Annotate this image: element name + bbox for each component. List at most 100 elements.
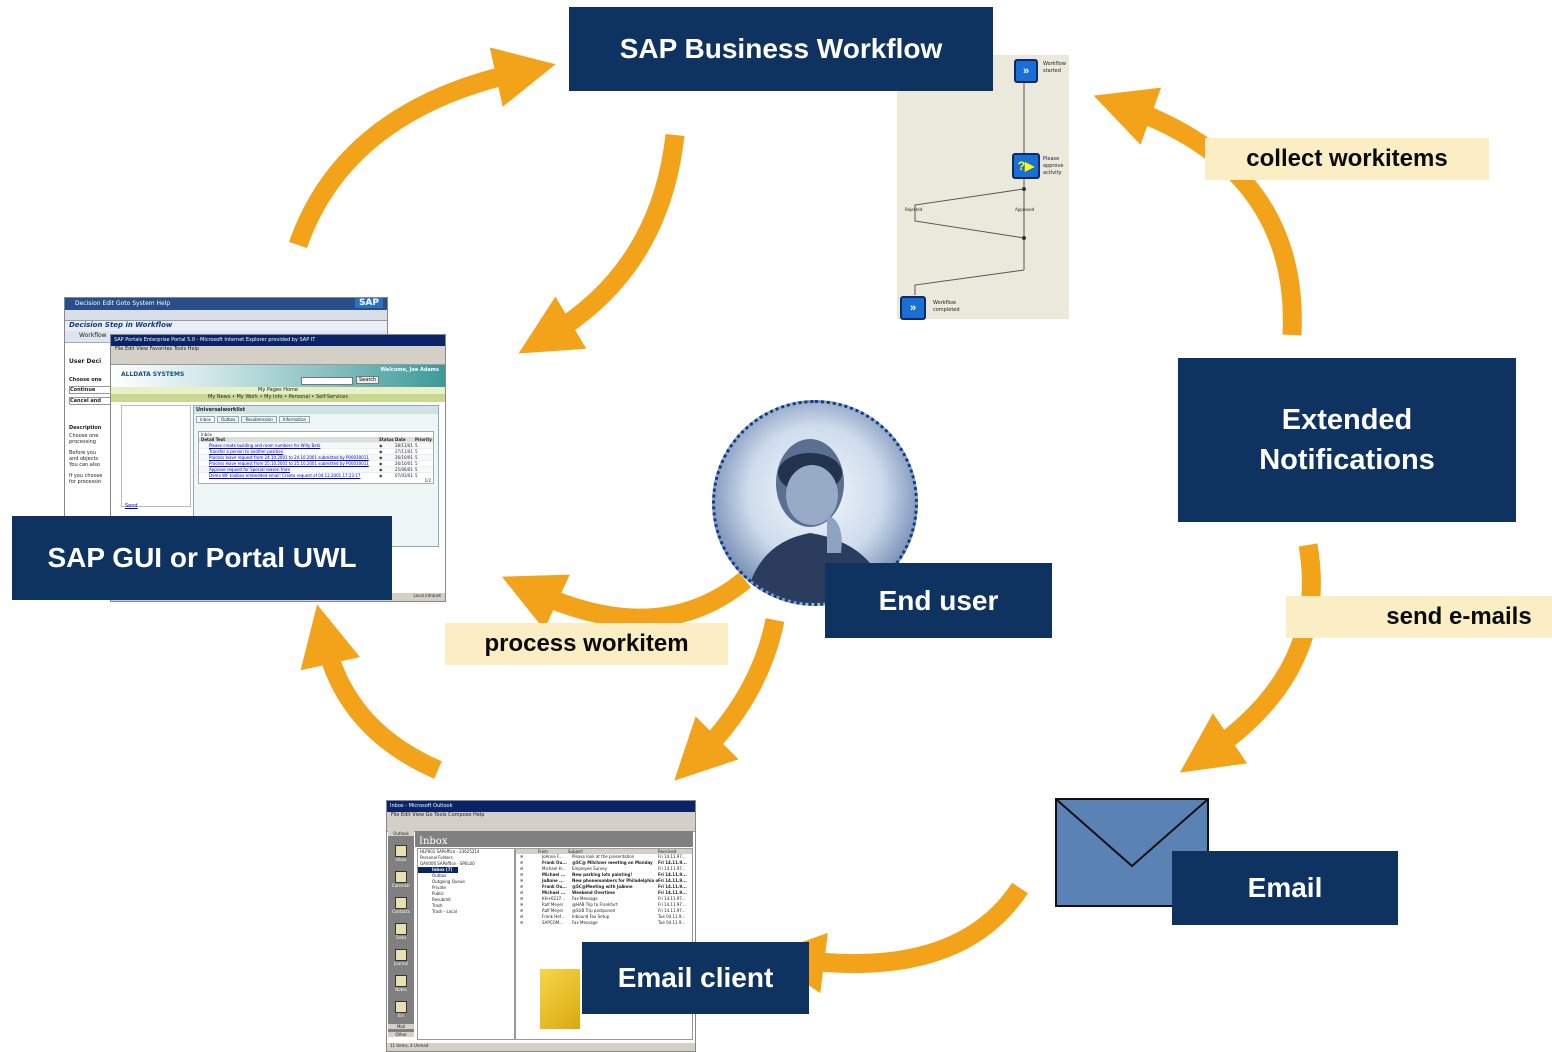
edge-label-collect-workitems: collect workitems <box>1205 138 1489 180</box>
uwl-row[interactable]: Process leave request from 25.10.2001 to… <box>199 460 433 466</box>
outlook-sidebar-item[interactable]: Notes <box>388 975 414 992</box>
outlook-statusbar: 11 Items, 4 Unread <box>387 1043 695 1051</box>
uwl-row[interactable]: Approve request for Special reason from◉… <box>199 466 433 472</box>
outlook-folder[interactable]: Outbox <box>432 873 447 878</box>
arrow-user-to-client <box>674 618 785 781</box>
uwl-row[interactable]: Transfer a person to another position◉27… <box>199 448 433 454</box>
envelope-icon: ✉ <box>520 872 524 877</box>
node-end-user: End user <box>825 563 1052 638</box>
node-email-client-label: Email client <box>617 962 774 993</box>
outlook-message-row[interactable]: ✉Michael ...New parking lots painting!Fr… <box>516 872 692 878</box>
outlook-folder[interactable]: Private <box>432 885 446 890</box>
arrow-client-to-gui <box>300 604 442 779</box>
sap-logo: SAP <box>354 298 383 308</box>
workflow-diagram-lines <box>914 80 1026 295</box>
outlook-folder[interactable]: Public <box>432 891 444 896</box>
outlook-titlebar: Inbox - Microsoft Outlook <box>387 801 695 812</box>
outlook-folder[interactable]: QAV006 SAPoffice - SPEL00 <box>420 861 475 866</box>
uwl-tab-inbox[interactable]: Inbox <box>196 416 215 423</box>
uwl-row-text[interactable]: Process leave request from 25.10.2001 to… <box>209 461 369 466</box>
uwl-row-date: 27/11/01 <box>395 449 413 454</box>
portal-menubar: File Edit View Favorites Tools Help <box>111 346 445 354</box>
portal-toolbar <box>111 354 445 365</box>
sap-gui-workflow-button[interactable]: Workflow <box>79 332 107 339</box>
outlook-folder[interactable]: HLP001 SAPoffice - 23625214 <box>420 849 480 854</box>
envelope-icon: ✉ <box>520 866 524 871</box>
portal-send-link[interactable]: Send <box>125 503 138 509</box>
uwl-row-text[interactable]: Process leave request from 24.10.2001 to… <box>209 455 369 460</box>
node-extended-notifications-label: Extended Notifications <box>1259 404 1435 476</box>
uwl-row[interactable]: Demo WF toolbox embedded email: Create r… <box>199 472 433 478</box>
outlook-folder[interactable]: Trash <box>432 903 443 908</box>
node-sap-gui-portal-uwl: SAP GUI or Portal UWL <box>12 516 392 600</box>
sap-gui-menubar: Decision Edit Goto System Help SAP <box>65 298 387 310</box>
outlook-message-header: From Subject Received <box>516 849 692 854</box>
uwl-inbox-label: Inbox <box>201 432 212 437</box>
uwl-row-priority: 5 <box>415 455 418 460</box>
uwl-row-text[interactable]: Demo WF toolbox embedded email: Create r… <box>209 473 361 478</box>
envelope-icon: ✉ <box>520 914 524 919</box>
outlook-sidebar-item[interactable]: Ein <box>388 1001 414 1018</box>
outlook-folder[interactable]: Outgoing Queue <box>432 879 465 884</box>
arrow-gui-to-workflow <box>289 47 556 249</box>
shortcut-icon <box>395 923 407 935</box>
uwl-row[interactable]: Please create building and room numbers … <box>199 442 433 448</box>
workflow-end-label: Workflow completed <box>933 300 960 313</box>
outlook-message-row[interactable]: ✉JoAnne ...New phonenumbers for Philadel… <box>516 878 692 884</box>
uwl-row-text[interactable]: Approve request for Special reason from <box>209 467 290 472</box>
portal-search-button[interactable]: Search <box>356 376 380 384</box>
outlook-folder[interactable]: Personal Folders <box>420 855 453 860</box>
uwl-row-priority: 5 <box>415 443 418 448</box>
outlook-tab-mail[interactable]: Mail <box>388 1024 414 1029</box>
outlook-sidebar-item[interactable]: Tasks <box>388 923 414 940</box>
outlook-tab-other[interactable]: Other <box>388 1032 414 1037</box>
uwl-row[interactable]: Process leave request from 24.10.2001 to… <box>199 454 433 460</box>
portal-welcome: Welcome, Joe Adams <box>380 367 439 373</box>
envelope-icon: ✉ <box>520 902 524 907</box>
outlook-message-row[interactable]: ✉Frank Ou...@SC@ Milchner meeting on Mon… <box>516 860 692 866</box>
uwl-row-text[interactable]: Please create building and room numbers … <box>209 443 321 448</box>
workflow-start-icon: » <box>1014 59 1038 83</box>
uwl-row-priority: 5 <box>415 449 418 454</box>
outlook-folder[interactable]: Resubmit <box>432 897 451 902</box>
outlook-heading-bar: Inbox <box>415 831 693 847</box>
shortcut-icon <box>395 897 407 909</box>
outlook-sidebar-item[interactable]: Contacts <box>388 897 414 914</box>
uwl-row-text[interactable]: Transfer a person to another position <box>209 449 284 454</box>
portal-search-input[interactable] <box>301 377 353 385</box>
outlook-sidebar-item[interactable]: Inbox <box>388 845 414 862</box>
uwl-tab-information[interactable]: Information <box>278 416 311 423</box>
uwl-rows: Please create building and room numbers … <box>199 442 433 478</box>
sap-gui-cancel-button[interactable]: Cancel and <box>69 397 113 405</box>
node-email-label: Email <box>1247 872 1323 903</box>
shortcut-icon <box>395 949 407 961</box>
uwl-tab-resubmission[interactable]: Resubmission <box>241 416 277 423</box>
uwl-page: 1/2 <box>424 478 431 483</box>
outlook-message-row[interactable]: ✉JoAnne F...Please look at the presentat… <box>516 854 692 860</box>
arrow-email-to-client <box>763 882 1028 994</box>
outlook-folder[interactable]: Trash - Local <box>432 909 457 914</box>
outlook-preview-graphic <box>540 969 580 1029</box>
edge-label-send-emails: send e-mails <box>1286 596 1552 638</box>
portal-titlebar: SAP Portals Enterprise Portal 5.0 - Micr… <box>111 335 445 346</box>
outlook-sidebar-item[interactable]: Calendar <box>388 871 414 888</box>
uwl-row-date: 07/03/01 <box>395 473 413 478</box>
outlook-folder[interactable]: Inbox (7) <box>418 867 458 873</box>
uwl-tab-outbox[interactable]: Outbox <box>216 416 240 423</box>
uwl-row-priority: 5 <box>415 461 418 466</box>
uwl-tabs: Inbox Outbox Resubmission Information <box>194 414 438 425</box>
outlook-sidebar-item[interactable]: Journal <box>388 949 414 966</box>
sap-gui-continue-button[interactable]: Continue <box>69 386 113 394</box>
node-sap-business-workflow-label: SAP Business Workflow <box>619 33 943 64</box>
node-email: Email <box>1172 851 1398 925</box>
